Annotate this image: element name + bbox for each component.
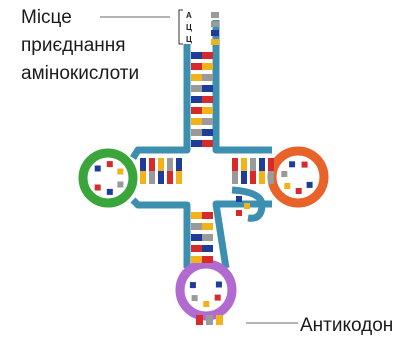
acceptor-end-base <box>211 21 219 27</box>
t-loop-base <box>296 188 302 194</box>
acceptor-stem-base <box>202 96 213 103</box>
backbone-left-lower <box>133 200 187 268</box>
t-stem-base <box>232 158 238 171</box>
t-stem-base <box>241 158 247 171</box>
acceptor-stem-base <box>202 140 213 147</box>
d-loop-base <box>95 185 101 191</box>
acceptor-end-bracket <box>179 10 183 44</box>
variable-loop-base <box>236 196 242 202</box>
d-loop-base <box>95 166 101 172</box>
variable-loop-base <box>244 203 250 209</box>
acceptor-end-letter-c1: Ц <box>186 23 192 32</box>
t-stem-base <box>268 158 274 171</box>
acceptor-stem-base <box>202 129 213 136</box>
acceptor-label-line-3: амінокислоти <box>21 63 139 84</box>
acceptor-end-letter-a: А <box>186 11 192 20</box>
acceptor-stem-base <box>191 140 202 147</box>
d-stem-base <box>176 158 182 171</box>
acceptor-stem-base <box>191 107 202 114</box>
anticodon-stem-base <box>202 212 213 219</box>
acceptor-end-base <box>211 12 219 18</box>
d-stem-base <box>140 171 146 184</box>
d-loop <box>83 153 133 203</box>
acceptor-stem-base <box>191 74 202 81</box>
acceptor-stem-base <box>202 85 213 92</box>
anticodon-loop-base <box>216 282 222 288</box>
anticodon-label: Антикодон <box>300 315 393 336</box>
d-stem-base <box>167 158 173 171</box>
anticodon-stem-base <box>202 223 213 230</box>
acceptor-label-line-1: Місце <box>21 7 72 28</box>
anticodon-loop-base <box>215 295 221 301</box>
acceptor-stem-base <box>191 85 202 92</box>
t-stem-base <box>232 171 238 184</box>
acceptor-stem-base <box>191 63 202 70</box>
t-stem-base <box>250 158 256 171</box>
t-stem-base <box>250 171 256 184</box>
acceptor-stem-base <box>191 129 202 136</box>
acceptor-stem-base <box>191 118 202 125</box>
anticodon-stem-base <box>191 245 202 252</box>
d-stem-base <box>149 158 155 171</box>
acceptor-stem-base <box>191 52 202 59</box>
anticodon-base <box>196 315 203 325</box>
acceptor-stem-base <box>202 63 213 70</box>
t-stem-base <box>268 171 274 184</box>
anticodon-stem-base <box>202 245 213 252</box>
anticodon-stem-base <box>191 256 202 263</box>
acceptor-stem-base <box>202 74 213 81</box>
anticodon-stem-base <box>202 256 213 263</box>
t-stem-base <box>241 171 247 184</box>
d-stem-base <box>158 171 164 184</box>
anticodon-stem-base <box>191 234 202 241</box>
t-loop-base <box>284 183 290 189</box>
anticodon-stem-base <box>191 212 202 219</box>
variable-loop-base <box>236 210 242 216</box>
acceptor-end-base <box>211 39 219 45</box>
t-loop <box>272 151 324 203</box>
t-loop-base <box>302 162 308 168</box>
acceptor-stem-base <box>191 96 202 103</box>
t-stem-base <box>259 171 265 184</box>
acceptor-stem-base <box>202 118 213 125</box>
t-loop-base <box>281 171 287 177</box>
d-stem-base <box>140 158 146 171</box>
d-stem-base <box>167 171 173 184</box>
t-stem-base <box>259 158 265 171</box>
anticodon-loop-base <box>192 295 198 301</box>
anticodon-loop-base <box>203 301 209 307</box>
anticodon-loop-base <box>190 282 196 288</box>
anticodon-loop <box>180 264 232 316</box>
d-stem-base <box>158 158 164 171</box>
anticodon-stem-base <box>191 223 202 230</box>
acceptor-label-line-2: приєднання <box>21 35 126 56</box>
acceptor-end-letter-c2: Ц <box>186 35 192 44</box>
anticodon-base <box>206 315 213 325</box>
t-loop-base <box>289 161 295 167</box>
d-loop-base <box>107 161 113 167</box>
acceptor-stem-base <box>202 107 213 114</box>
d-loop-base <box>117 169 123 175</box>
anticodon-stem-base <box>202 234 213 241</box>
acceptor-stem-base <box>202 52 213 59</box>
acceptor-end-base <box>211 30 219 36</box>
backbone-right-upper <box>216 20 272 150</box>
d-loop-base <box>117 182 123 188</box>
anticodon-base <box>216 315 223 325</box>
d-stem-base <box>176 171 182 184</box>
t-loop-base <box>307 182 313 188</box>
d-stem-base <box>149 171 155 184</box>
d-loop-base <box>107 189 113 195</box>
backbone-left-upper <box>133 44 187 158</box>
